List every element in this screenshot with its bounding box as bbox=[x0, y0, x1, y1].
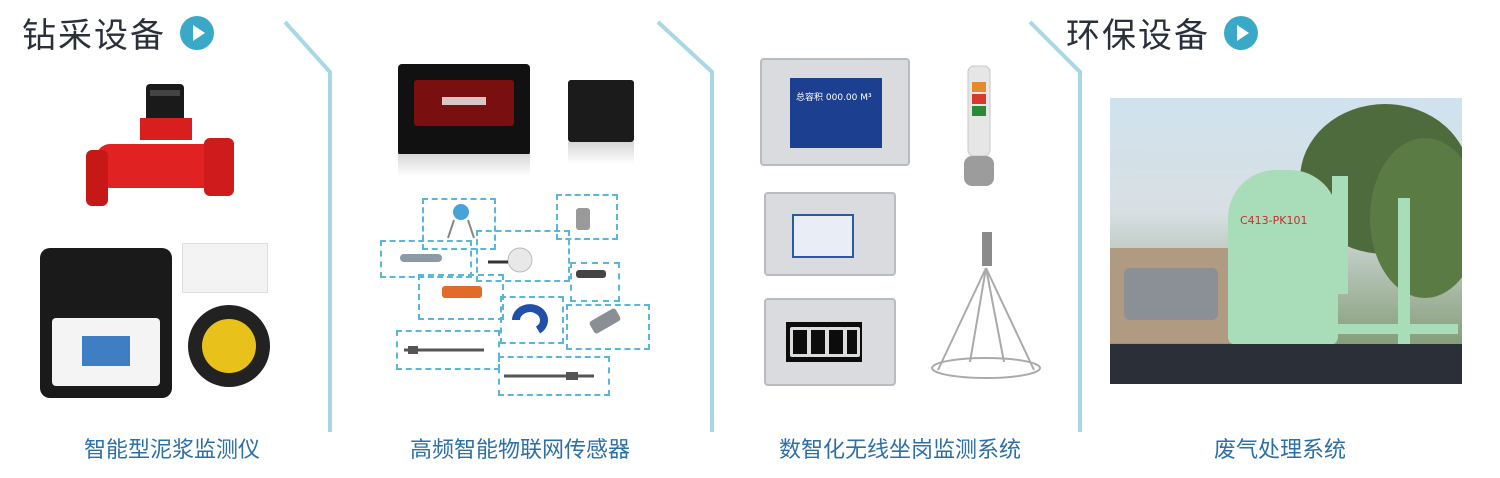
caption-iot-sensors[interactable]: 高频智能物联网传感器 bbox=[409, 438, 630, 463]
sensor-slot-4 bbox=[476, 230, 570, 282]
panel-total-value: 000.00 bbox=[825, 93, 858, 103]
sensor-collection-image bbox=[400, 204, 621, 380]
sensor-slot-9 bbox=[396, 330, 500, 370]
sensor-slot-8 bbox=[566, 304, 650, 350]
monitor-panel-table bbox=[764, 192, 896, 276]
panel-total-unit: M³ bbox=[860, 93, 872, 103]
gas-treatment-tank bbox=[1228, 170, 1338, 345]
product-image-waste-gas-system[interactable]: C413-PK101 bbox=[1110, 98, 1462, 384]
sensor-slot-1 bbox=[422, 198, 496, 250]
motor-unit bbox=[1124, 268, 1218, 320]
certificate-card-image bbox=[182, 243, 268, 293]
black-sensor-box-image bbox=[568, 80, 634, 142]
mud-sensor-device-image bbox=[86, 84, 234, 206]
caption-mud-monitor[interactable]: 智能型泥浆监测仪 bbox=[83, 438, 260, 463]
tank-code-label: C413-PK101 bbox=[1240, 214, 1308, 227]
section-title-text: 环保设备 bbox=[1066, 16, 1210, 56]
sensor-slot-5 bbox=[570, 262, 620, 302]
sensor-slot-3 bbox=[380, 240, 472, 278]
monitor-panel-digital bbox=[764, 298, 896, 386]
sensor-slot-2 bbox=[556, 194, 618, 240]
section-title-environmental: 环保设备 bbox=[1066, 8, 1258, 57]
cable-reel-image bbox=[188, 305, 270, 387]
divider-2 bbox=[656, 20, 714, 432]
caption-waste-gas-system[interactable]: 废气处理系统 bbox=[1213, 438, 1346, 463]
panel-total-label: 总容积 bbox=[796, 93, 824, 103]
section-title-drilling: 钻采设备 bbox=[22, 8, 214, 57]
section-title-text: 钻采设备 bbox=[22, 16, 166, 56]
sensor-slot-7 bbox=[500, 296, 564, 344]
monitor-panel-touchscreen: 总容积 000.00 M³ bbox=[760, 58, 910, 166]
mud-monitor-case-image bbox=[40, 248, 172, 398]
digit-display bbox=[786, 322, 862, 362]
divider-1 bbox=[283, 20, 332, 432]
caption-wireless-monitoring[interactable]: 数智化无线坐岗监测系统 bbox=[778, 438, 1021, 463]
play-circle-icon[interactable] bbox=[180, 15, 214, 50]
equipment-deck bbox=[1110, 344, 1462, 384]
sensor-slot-10 bbox=[498, 356, 610, 396]
play-circle-icon[interactable] bbox=[1224, 15, 1258, 50]
signal-tower-light-image bbox=[964, 65, 994, 186]
red-display-device-image bbox=[398, 64, 530, 156]
radar-level-sensor-image bbox=[931, 232, 1041, 379]
